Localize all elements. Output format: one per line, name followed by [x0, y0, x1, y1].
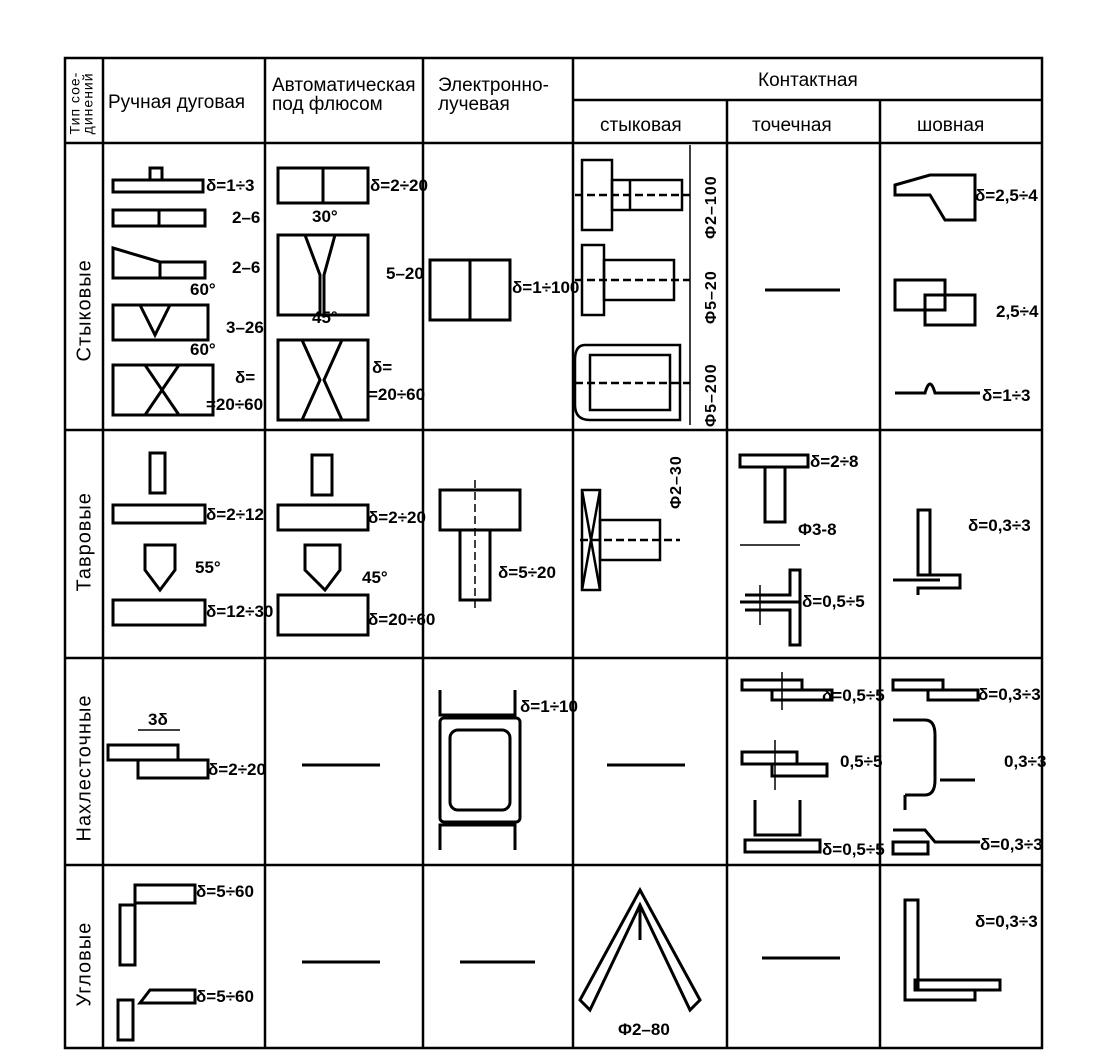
dim-label: δ=1÷3: [982, 386, 1031, 405]
dim-label: 60°: [190, 340, 216, 359]
dim-label: 3δ: [148, 710, 168, 729]
dim-label: 45°: [362, 568, 388, 587]
butt-manual-drawings: [111, 166, 215, 417]
col-header-contact-butt: стыковая: [600, 115, 682, 136]
col-header-auto-flux: Автоматическая под флюсом: [272, 75, 416, 115]
corner-header: Тип сое- динений: [66, 71, 96, 135]
dim-label: δ=1÷3: [206, 176, 255, 195]
dim-label: δ=0,3÷3: [975, 912, 1038, 931]
row-header-tee: Тавровые: [73, 492, 96, 592]
corner-contact-butt-drawing: [578, 886, 702, 1013]
dim-label: δ=0,5÷5: [802, 592, 865, 611]
dim-label: δ=2÷20: [368, 508, 426, 527]
butt-seam-drawings: [893, 173, 980, 395]
tee-eb-drawing: [438, 480, 522, 610]
butt-auto-drawings: [276, 166, 370, 422]
dim-label: δ=20÷60: [368, 610, 436, 629]
dim-label: 3–26: [226, 318, 264, 337]
corner-manual-drawings: [116, 883, 197, 1042]
butt-eb-drawing: [428, 258, 512, 322]
dim-label: δ=0,5÷5: [822, 840, 885, 859]
lap-eb-drawing: [438, 690, 522, 850]
dim-label: δ=5÷60: [196, 882, 254, 901]
row-header-butt: Стыковые: [73, 259, 96, 362]
dim-label: δ=0,3÷3: [968, 516, 1031, 535]
dim-label: 2,5÷4: [996, 302, 1039, 321]
dim-label: 45°: [312, 308, 338, 327]
col-header-contact: Контактная: [758, 70, 858, 91]
tee-auto-drawings: [276, 453, 370, 637]
tee-contact-butt-drawing: [580, 488, 680, 592]
tee-manual-drawings: [111, 451, 207, 627]
dim-label: δ=12÷30: [206, 602, 274, 621]
dim-label: Φ5–200: [703, 363, 720, 427]
dim-label: δ=5÷60: [196, 987, 254, 1006]
dim-label: δ=2÷8: [810, 452, 859, 471]
dim-label: Φ5–20: [703, 270, 720, 324]
dim-label: 0,5÷5: [840, 752, 883, 771]
row-header-corner: Угловые: [73, 921, 96, 1007]
lap-manual-drawing: [106, 729, 210, 780]
lap-spot-drawings: [740, 672, 834, 854]
dim-label: δ=5÷20: [498, 563, 556, 582]
dim-label: δ=0,3÷3: [978, 685, 1041, 704]
dim-label: δ=2÷20: [208, 760, 266, 779]
tee-seam-drawing: [893, 508, 962, 595]
col-header-manual-arc: Ручная дуговая: [108, 92, 246, 113]
table-frame: [63, 56, 1044, 1050]
dim-label: 55°: [195, 558, 221, 577]
dim-label: 30°: [312, 207, 338, 226]
dim-label: 2–6: [232, 258, 261, 277]
dim-label: Φ2–100: [703, 175, 720, 239]
dim-label: =20÷60: [206, 395, 264, 414]
dim-label: Φ3-8: [798, 520, 837, 539]
dim-label: δ=2÷20: [370, 176, 428, 195]
lap-seam-drawings: [891, 678, 980, 856]
butt-contact-drawings: [573, 145, 691, 425]
dim-label: δ=: [372, 358, 393, 377]
col-header-contact-seam: шовная: [917, 115, 985, 136]
dim-label: Φ2–30: [668, 455, 685, 509]
dim-label: δ=0,5÷5: [822, 686, 885, 705]
dim-label: δ=1÷10: [520, 697, 578, 716]
dim-label: =20÷60: [368, 385, 426, 404]
dim-label: δ=1÷100: [512, 278, 580, 297]
dim-label: 0,3÷3: [1004, 752, 1047, 771]
col-header-contact-spot: точечная: [752, 115, 832, 136]
dim-label: δ=2÷12: [206, 505, 264, 524]
dim-label: δ=2,5÷4: [975, 186, 1038, 205]
col-header-electron-beam: Электронно- лучевая: [438, 75, 549, 115]
dim-label: δ=: [235, 368, 256, 387]
dim-label: 5–20: [386, 264, 424, 283]
dim-label: 2–6: [232, 208, 261, 227]
dim-label: δ=0,3÷3: [980, 835, 1043, 854]
dim-label: 60°: [190, 280, 216, 299]
tee-spot-drawings: [738, 453, 810, 647]
row-header-lap: Нахлесточные: [73, 694, 96, 842]
corner-seam-drawing: [903, 898, 1002, 1002]
dim-label: Φ2–80: [618, 1020, 670, 1039]
